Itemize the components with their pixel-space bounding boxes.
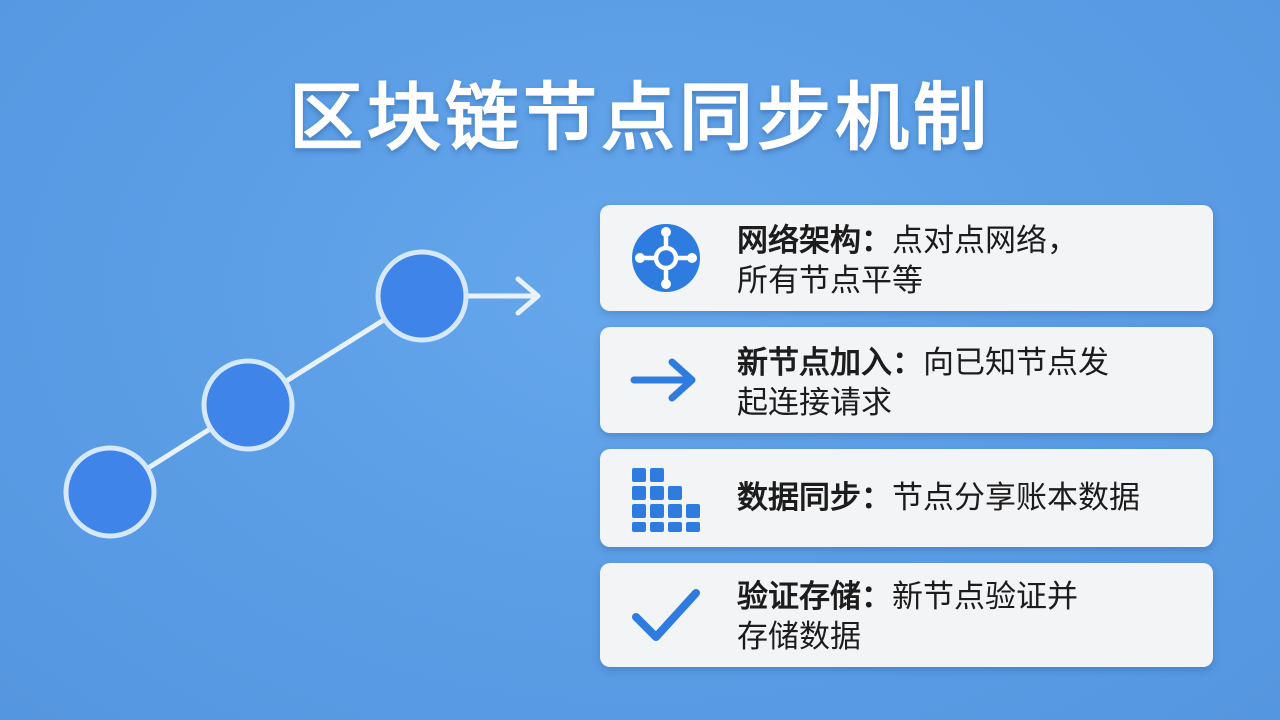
card-description-line2: 所有节点平等: [737, 263, 923, 299]
card-description: 向已知节点发: [923, 345, 1109, 381]
card-description: 节点分享账本数据: [892, 480, 1140, 516]
card-heading: 数据同步：: [737, 480, 892, 516]
arrow-head: [515, 276, 541, 316]
card-data-sync: 数据同步：节点分享账本数据: [600, 449, 1213, 547]
card-text: 数据同步：节点分享账本数据: [737, 478, 1193, 518]
node-chain-diagram: [63, 249, 541, 539]
card-text: 验证存储：新节点验证并 存储数据: [737, 577, 1193, 657]
data-blocks-icon: [632, 468, 700, 532]
chain-node-2: [201, 358, 295, 452]
card-text: 网络架构：点对点网络， 所有节点平等: [737, 221, 1193, 301]
network-icon: [632, 224, 700, 292]
card-heading: 新节点加入：: [737, 345, 923, 381]
card-description-line2: 存储数据: [737, 619, 861, 655]
card-new-node-join: 新节点加入：向已知节点发 起连接请求: [600, 327, 1213, 433]
checkmark-icon: [632, 589, 700, 641]
chain-node-1: [63, 445, 157, 539]
card-description: 点对点网络，: [892, 223, 1078, 259]
card-network-architecture: 网络架构：点对点网络， 所有节点平等: [600, 205, 1213, 311]
arrow-right-icon: [630, 358, 696, 402]
card-verify-store: 验证存储：新节点验证并 存储数据: [600, 563, 1213, 667]
card-heading: 验证存储：: [737, 579, 892, 615]
page-title: 区块链节点同步机制: [289, 75, 991, 161]
card-heading: 网络架构：: [737, 223, 892, 259]
chain-node-3: [375, 249, 469, 343]
card-description: 新节点验证并: [892, 579, 1078, 615]
card-description-line2: 起连接请求: [737, 385, 892, 421]
card-text: 新节点加入：向已知节点发 起连接请求: [737, 343, 1193, 423]
